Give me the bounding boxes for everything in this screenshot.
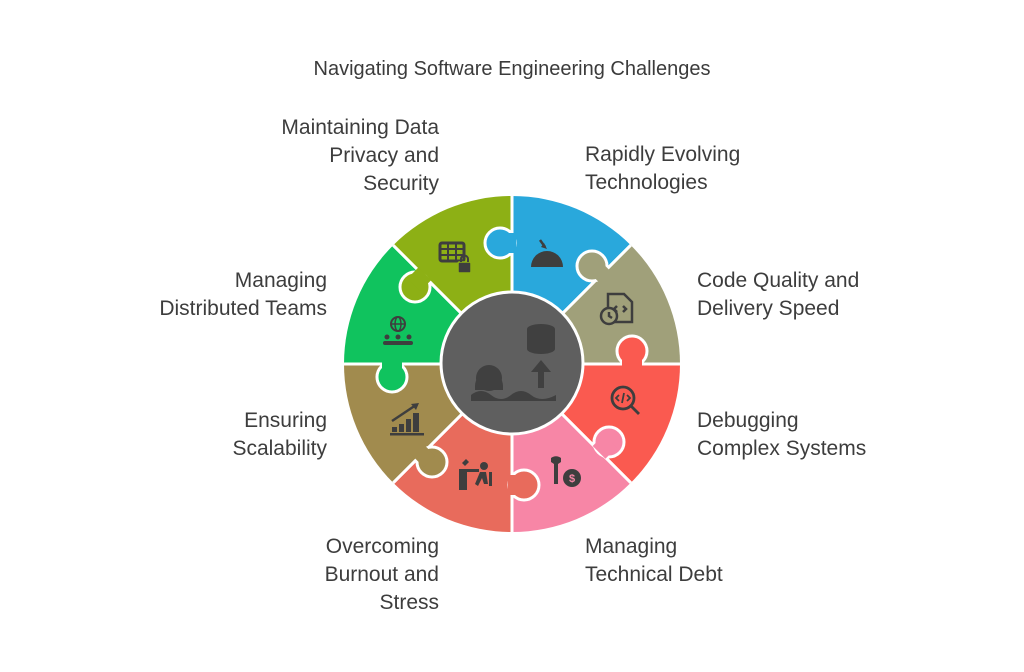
label-line: Overcoming xyxy=(325,535,439,558)
label-line: Maintaining Data xyxy=(281,116,439,139)
label-line: Security xyxy=(363,172,439,195)
table-lock-icon xyxy=(438,241,472,274)
label-line: Scalability xyxy=(232,437,327,460)
wrench-dollar-icon: $ xyxy=(551,456,581,487)
label-line: Managing xyxy=(234,269,327,292)
database-gear-upload-icon xyxy=(471,324,556,401)
label-rapidly-evolving-technologies: Rapidly Evolving Technologies xyxy=(585,141,740,197)
globe-team-icon xyxy=(383,316,413,345)
label-line: Burnout and xyxy=(324,563,439,586)
label-line: Privacy and xyxy=(329,144,439,167)
growth-chart-icon xyxy=(390,403,424,436)
label-managing-technical-debt: Managing Technical Debt xyxy=(585,533,723,589)
center-hub xyxy=(439,290,585,436)
label-line: Technologies xyxy=(585,171,708,194)
puzzle-tabs xyxy=(375,226,649,502)
label-overcoming-burnout-stress: Overcoming Burnout and Stress xyxy=(325,533,439,617)
label-line: Code Quality and xyxy=(697,269,860,292)
label-code-quality-delivery-speed: Code Quality and Delivery Speed xyxy=(697,267,859,323)
label-line: Stress xyxy=(379,591,439,614)
speedometer-icon xyxy=(531,239,563,267)
label-line: Debugging xyxy=(697,409,799,432)
label-ensuring-scalability: Ensuring Scalability xyxy=(232,407,327,463)
svg-text:$: $ xyxy=(569,473,575,485)
label-line: Ensuring xyxy=(244,409,327,432)
label-line: Technical Debt xyxy=(585,563,723,586)
label-line: Managing xyxy=(585,535,678,558)
code-search-icon xyxy=(610,385,640,415)
label-line: Delivery Speed xyxy=(697,297,840,320)
label-line: Distributed Teams xyxy=(159,297,327,320)
tired-worker-desk-icon xyxy=(459,459,492,490)
label-debugging-complex-systems: Debugging Complex Systems xyxy=(697,407,866,463)
label-line: Complex Systems xyxy=(697,437,867,460)
label-maintaining-data-privacy-security: Maintaining Data Privacy and Security xyxy=(281,114,439,198)
code-file-clock-icon xyxy=(599,292,634,326)
label-line: Rapidly Evolving xyxy=(585,143,741,166)
label-managing-distributed-teams: Managing Distributed Teams xyxy=(159,267,327,323)
diagram-title: Navigating Software Engineering Challeng… xyxy=(313,58,711,80)
